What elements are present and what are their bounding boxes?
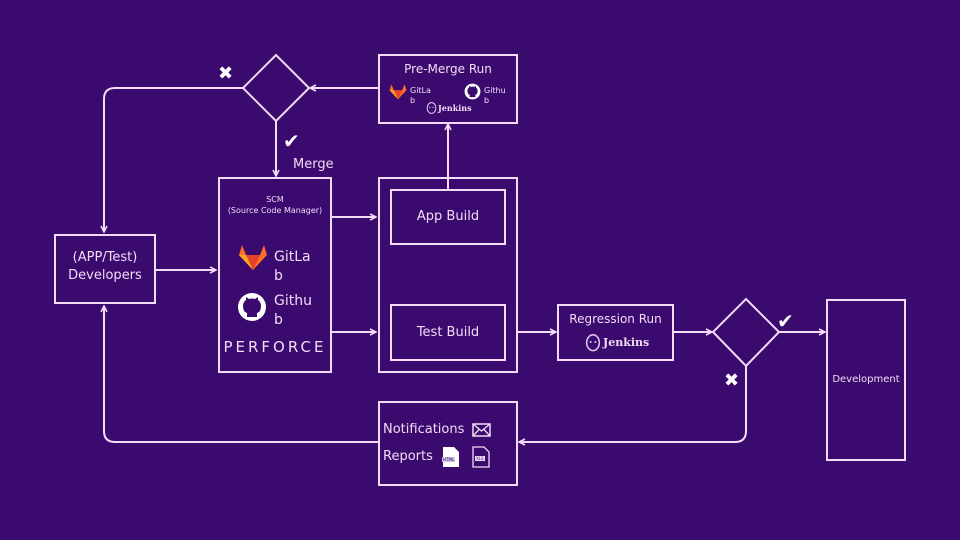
development-label: Development: [832, 374, 900, 385]
pre-merge-run-node[interactable]: Pre-Merge Run GitLa b Githu b Jenkins: [378, 54, 518, 124]
scm-github-label-1: Githu: [274, 293, 312, 309]
development-node[interactable]: Development: [826, 299, 906, 461]
github-icon: [464, 83, 481, 100]
developers-node[interactable]: (APP/Test) Developers: [54, 234, 156, 304]
regression-title: Regression Run: [569, 312, 662, 326]
fail-mark-regression: ✖: [724, 370, 740, 391]
developers-label-line1: (APP/Test): [72, 250, 138, 265]
edge-decision-fail-to-developers: [104, 87, 244, 232]
test-build-node[interactable]: Test Build: [390, 304, 506, 361]
app-build-node[interactable]: App Build: [390, 189, 506, 245]
github-icon: [238, 293, 266, 321]
gitlab-icon: [389, 84, 407, 100]
pre-merge-github-label-2: b: [484, 96, 490, 105]
notifications-label: Notifications: [383, 422, 465, 437]
developers-label-line2: Developers: [68, 268, 142, 283]
perforce-logo: PERFORCE: [223, 338, 327, 356]
reports-label: Reports: [383, 449, 433, 464]
pass-mark-regression: ✔: [777, 309, 794, 333]
scm-node[interactable]: SCM (Source Code Manager) GitLa b Githu …: [218, 177, 332, 373]
pre-merge-gitlab-label-1: GitLa: [410, 86, 431, 95]
jenkins-icon: [585, 334, 601, 352]
build-stage-container: [378, 177, 518, 373]
merge-label: Merge: [293, 157, 334, 172]
scm-github-label-2: b: [274, 312, 283, 328]
scm-title: SCM: [266, 195, 284, 204]
html-file-icon: HTML: [442, 446, 460, 468]
test-build-label: Test Build: [416, 325, 480, 340]
html-file-badge: HTML: [442, 457, 456, 462]
scm-gitlab-label-1: GitLa: [274, 249, 311, 265]
scm-subtitle: (Source Code Manager): [227, 206, 323, 215]
app-build-label: App Build: [416, 209, 480, 224]
pre-merge-gitlab-label-2: b: [410, 96, 416, 105]
regression-jenkins-label: Jenkins: [603, 336, 650, 349]
edge-notifications-to-developers: [104, 306, 378, 443]
mail-icon: [472, 423, 491, 437]
decision-diamond-regression: [711, 297, 781, 368]
pre-merge-github-label-1: Githu: [484, 86, 506, 95]
notifications-reports-node[interactable]: Notifications Reports HTML XLS: [378, 401, 518, 486]
edge-decision-fail-to-notifications: [519, 366, 747, 442]
scm-gitlab-label-2: b: [274, 268, 283, 284]
regression-run-node[interactable]: Regression Run Jenkins: [557, 304, 674, 361]
pre-merge-jenkins-label: Jenkins: [438, 103, 472, 113]
pre-merge-title: Pre-Merge Run: [404, 62, 492, 76]
xls-file-badge: XLS: [475, 456, 485, 461]
gitlab-icon: [239, 245, 267, 270]
xls-file-icon: XLS: [472, 446, 490, 468]
decision-diamond-premerge: [241, 53, 311, 123]
pass-mark-premerge: ✔: [283, 129, 300, 153]
fail-mark-premerge: ✖: [218, 63, 234, 84]
jenkins-icon: [426, 102, 437, 114]
